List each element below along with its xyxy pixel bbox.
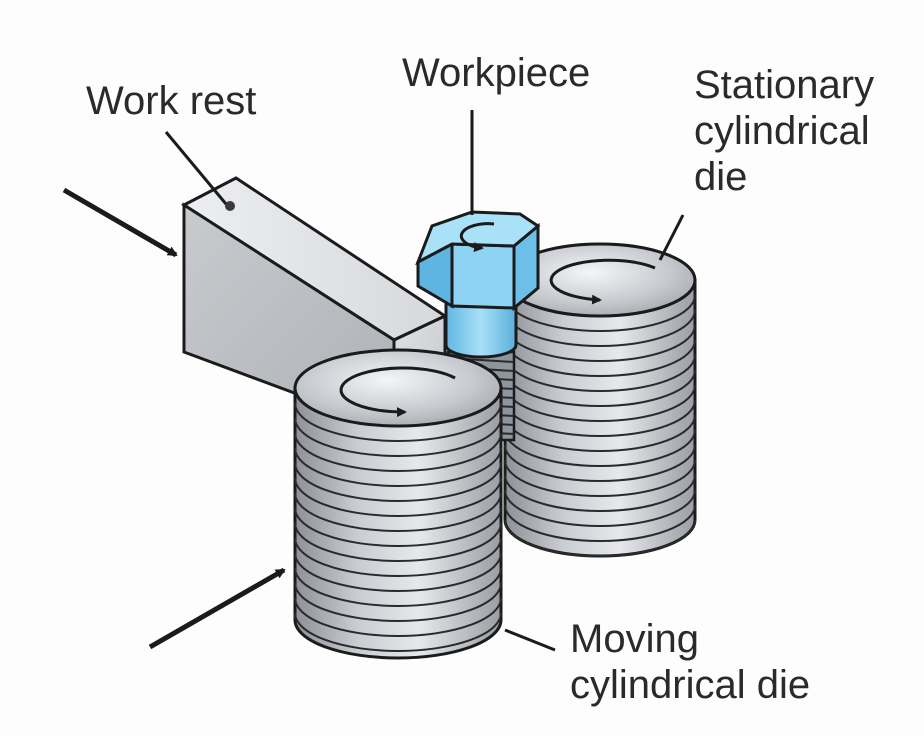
label-stationary-line-3: die <box>694 155 748 199</box>
moving-die-groove <box>294 537 502 577</box>
stationary-die-groove <box>504 444 696 482</box>
moving-die-groove <box>294 402 502 442</box>
stationary-die-groove <box>504 504 696 542</box>
stationary-die-groove <box>504 489 696 527</box>
stationary-rotation-arrow <box>549 258 656 305</box>
moving-die-groove <box>294 507 502 547</box>
moving-die-groove <box>294 597 502 637</box>
moving-die-groove <box>294 492 502 532</box>
stationary-die-groove <box>504 474 696 512</box>
stationary-die-groove <box>504 459 696 497</box>
moving-die-grooves <box>294 402 502 652</box>
moving-die-groove <box>294 477 502 517</box>
label-work-rest: Work rest <box>86 79 257 123</box>
moving-die-body <box>293 386 503 660</box>
moving-die-groove <box>294 582 502 622</box>
work-rest-marker-dot <box>225 201 235 211</box>
moving-die-groove <box>294 462 502 502</box>
moving-die <box>293 348 503 660</box>
moving-die-groove <box>294 567 502 607</box>
label-moving-die: Moving cylindrical die <box>570 616 810 708</box>
label-moving-line-2: cylindrical die <box>570 663 811 707</box>
stationary-die-groove <box>504 429 696 467</box>
label-moving-line-1: Moving <box>570 617 699 661</box>
label-stationary-line-1: Stationary <box>694 63 875 107</box>
leader-stationary-die <box>658 214 685 261</box>
label-stationary-die: Stationary cylindrical die <box>694 62 874 200</box>
label-stationary-line-2: cylindrical <box>694 109 870 153</box>
force-arrow-lower-left <box>148 567 286 650</box>
workpiece-head-top <box>415 210 541 266</box>
moving-die-groove <box>294 447 502 487</box>
moving-die-groove <box>294 612 502 652</box>
leader-work-rest <box>164 131 228 205</box>
moving-rotation-arrow <box>339 366 456 418</box>
force-arrow-upper-left <box>62 187 178 258</box>
moving-die-top <box>293 348 503 428</box>
moving-die-groove <box>294 522 502 562</box>
moving-die-groove <box>294 552 502 592</box>
workpiece-head-mid <box>450 242 516 310</box>
workpiece-shank <box>444 298 518 359</box>
stationary-die-groove <box>504 519 696 557</box>
leader-moving-die <box>504 628 556 652</box>
label-workpiece: Workpiece <box>402 51 591 95</box>
moving-die-groove <box>294 417 502 457</box>
workpiece-rotation-arrow <box>459 222 495 253</box>
moving-die-groove <box>294 432 502 472</box>
